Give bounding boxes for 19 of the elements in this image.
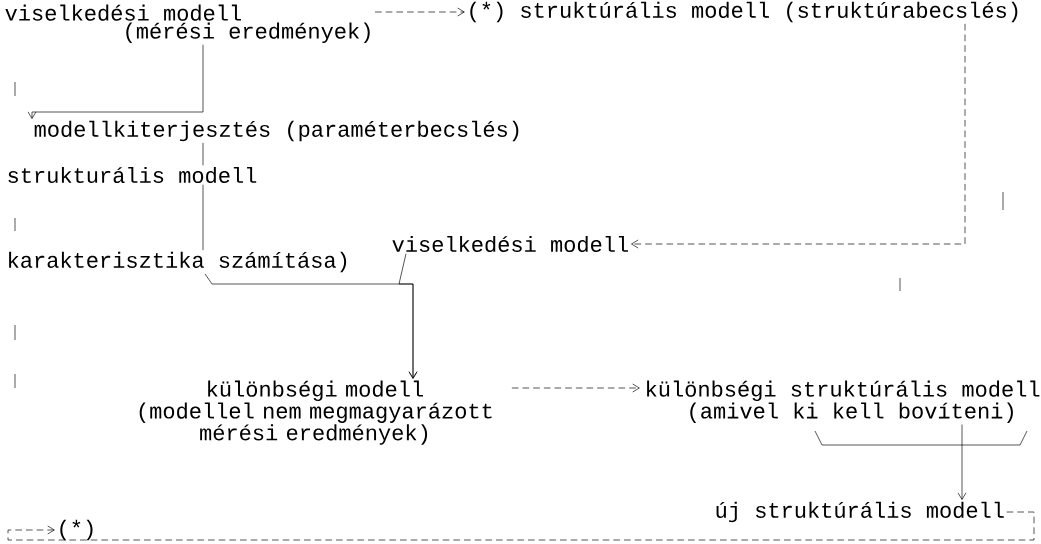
node-label: viselkedési modell (mérési eredmények): [5, 4, 370, 44]
arrow: [374, 7, 465, 17]
connector-line: [202, 184, 204, 251]
arrow: [27, 44, 204, 119]
arrow: [7, 511, 1035, 541]
arrow: [511, 383, 640, 393]
arrow: [398, 253, 418, 379]
arrow: [631, 23, 966, 249]
node-label: strukturális modell: [8, 166, 257, 184]
node-label: új struktúrális modell: [716, 501, 1004, 523]
node-label: (*) struktúrális modell (struktúrabecslés): [470, 1, 1018, 23]
node-label: karakterisztika számítása): [9, 251, 347, 273]
node-label: viselkedési modell: [392, 235, 628, 253]
arrow: [957, 424, 967, 500]
node-label: különbségi struktúrális modell (amivel ki kell bovíteni): [647, 380, 1040, 423]
node-label: (*): [60, 519, 93, 541]
node-label: különbségi modell (modellel nem megmagyarázott mérési eredmények): [139, 380, 492, 445]
connector-line: [202, 142, 204, 166]
node-label: modellkiterjesztés (paraméterbecslés): [34, 120, 519, 142]
